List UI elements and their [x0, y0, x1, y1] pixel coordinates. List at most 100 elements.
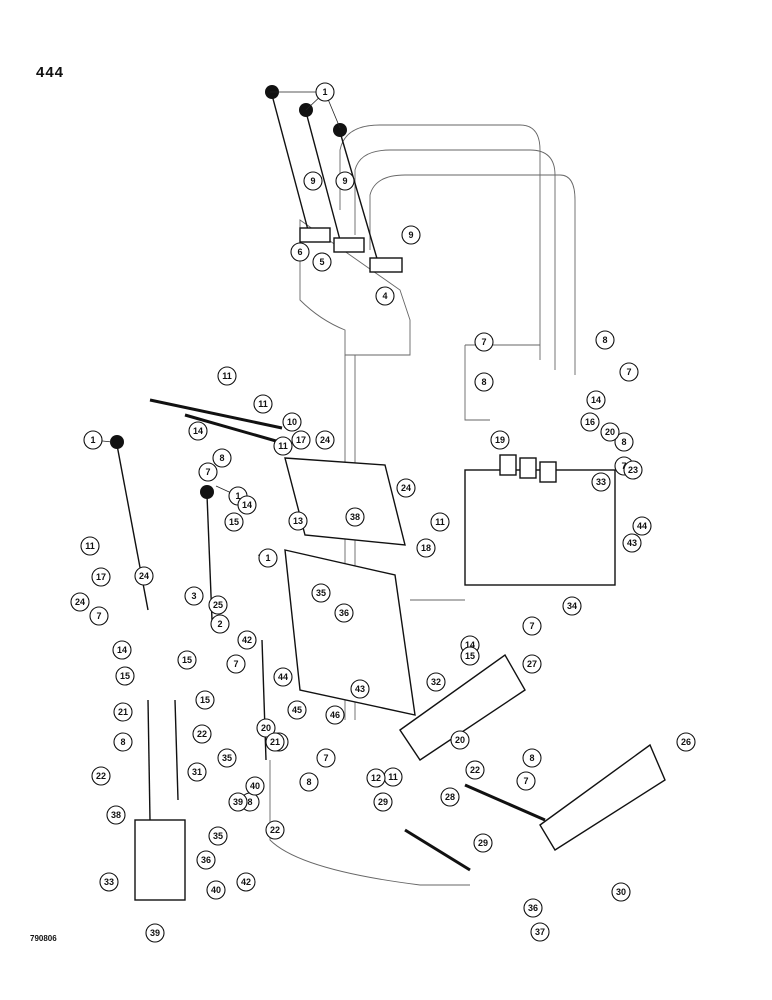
callout-26: 26: [676, 732, 696, 752]
callout-label: 15: [120, 671, 130, 681]
callout-label: 21: [118, 707, 128, 717]
callout-24: 24: [315, 430, 335, 450]
callout-38: 38: [345, 507, 365, 527]
callout-circle: [611, 882, 631, 902]
callout-label: 11: [85, 541, 95, 551]
callout-20: 20: [600, 422, 620, 442]
callout-8: 8: [299, 772, 319, 792]
callout-label: 29: [378, 797, 388, 807]
callout-27: 27: [522, 654, 542, 674]
callout-circle: [145, 923, 165, 943]
callout-8: 8: [614, 432, 634, 452]
callout-1: 1: [83, 430, 103, 450]
callout-circle: [210, 614, 230, 634]
callout-circle: [632, 516, 652, 536]
callout-circle: [237, 630, 257, 650]
callout-3: 3: [184, 586, 204, 606]
callout-circle: [291, 430, 311, 450]
callout-17: 17: [291, 430, 311, 450]
callout-label: 43: [627, 538, 637, 548]
callout-16: 16: [580, 412, 600, 432]
callout-circle: [366, 768, 386, 788]
callout-9: 9: [401, 225, 421, 245]
callout-label: 40: [250, 781, 260, 791]
callout-23: 23: [623, 460, 643, 480]
callout-label: 7: [523, 776, 528, 786]
callout-circle: [396, 478, 416, 498]
callout-circle: [600, 422, 620, 442]
callout-circle: [258, 548, 278, 568]
callout-circle: [70, 592, 90, 612]
callout-circle: [474, 332, 494, 352]
callout-label: 39: [233, 797, 243, 807]
callout-label: 11: [388, 772, 398, 782]
callout-circle: [287, 700, 307, 720]
callout-label: 8: [219, 453, 224, 463]
callout-21: 21: [113, 702, 133, 722]
callout-circle: [334, 603, 354, 623]
pedal-plate: [539, 743, 666, 851]
callout-7: 7: [522, 616, 542, 636]
callout-circle: [83, 430, 103, 450]
pedal-plate: [399, 653, 526, 761]
callout-43: 43: [350, 679, 370, 699]
callout-24: 24: [134, 566, 154, 586]
callout-circle: [516, 771, 536, 791]
callout-label: 8: [120, 737, 125, 747]
callout-9: 9: [335, 171, 355, 191]
callout-label: 38: [111, 810, 121, 820]
callout-label: 33: [596, 477, 606, 487]
frame-stand: [284, 549, 416, 716]
callout-label: 35: [213, 831, 223, 841]
callout-label: 24: [139, 571, 149, 581]
callout-14: 14: [112, 640, 132, 660]
callout-label: 9: [310, 176, 315, 186]
callout-label: 16: [585, 417, 595, 427]
callout-label: 1: [322, 87, 327, 97]
callout-18: 18: [416, 538, 436, 558]
callout-label: 40: [211, 885, 221, 895]
callout-4: 4: [375, 286, 395, 306]
callout-label: 20: [455, 735, 465, 745]
callout-label: 43: [355, 684, 365, 694]
callout-label: 1: [235, 491, 240, 501]
callout-circle: [619, 362, 639, 382]
lever-bracket: [369, 257, 403, 273]
callout-label: 14: [591, 395, 601, 405]
callout-11: 11: [430, 512, 450, 532]
callout-7: 7: [474, 332, 494, 352]
callout-label: 24: [75, 597, 85, 607]
page-number: 444: [36, 64, 65, 81]
callout-7: 7: [226, 654, 246, 674]
callout-label: 42: [242, 635, 252, 645]
callout-22: 22: [465, 760, 485, 780]
callout-circle: [315, 430, 335, 450]
callout-39: 39: [228, 792, 248, 812]
knob: [200, 485, 214, 499]
callout-circle: [562, 596, 582, 616]
callout-circle: [187, 762, 207, 782]
callout-circle: [256, 718, 276, 738]
callout-circle: [522, 616, 542, 636]
callout-circle: [265, 732, 285, 752]
control-housing: [134, 819, 186, 901]
callout-22: 22: [265, 820, 285, 840]
callout-label: 22: [470, 765, 480, 775]
callout-circle: [315, 82, 335, 102]
callout-circle: [490, 430, 510, 450]
valve-spool: [499, 454, 517, 476]
callout-label: 8: [481, 377, 486, 387]
callout-35: 35: [217, 748, 237, 768]
callout-label: 5: [319, 257, 324, 267]
callout-9: 9: [303, 171, 323, 191]
rod: [174, 699, 179, 801]
callout-circle: [198, 462, 218, 482]
rod: [261, 639, 267, 761]
callout-33: 33: [99, 872, 119, 892]
callout-circle: [290, 242, 310, 262]
lower-outline: [269, 760, 470, 886]
callout-label: 8: [621, 437, 626, 447]
valve-spool: [539, 461, 557, 483]
callout-42: 42: [236, 872, 256, 892]
